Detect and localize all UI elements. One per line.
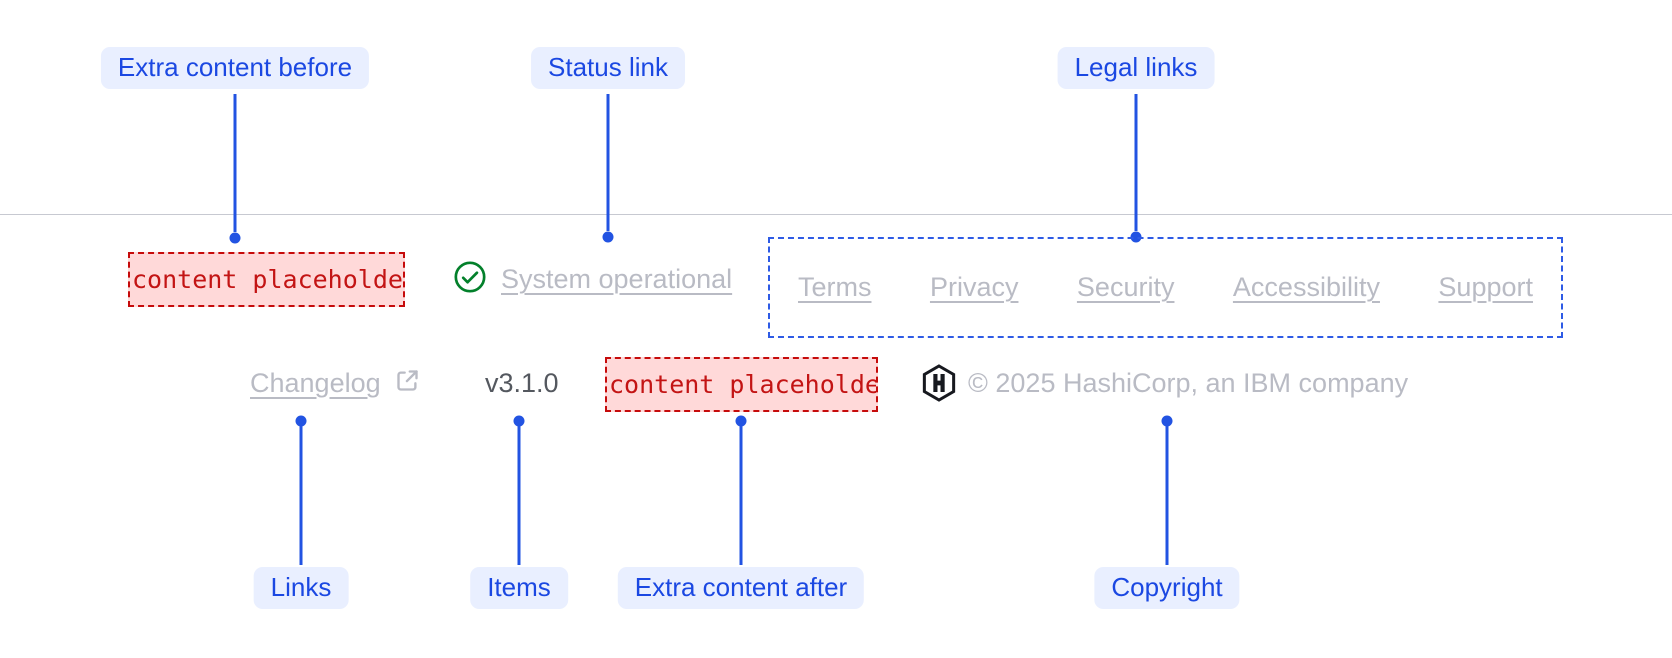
connector-dot xyxy=(295,415,307,427)
copyright-text-wrap: © 2025 HashiCorp, an IBM company xyxy=(968,357,1408,409)
legal-link-privacy[interactable]: Privacy xyxy=(929,272,1019,302)
connector-line xyxy=(233,94,237,232)
check-circle-icon xyxy=(453,260,487,299)
annotation-extra-content-after: Extra content after xyxy=(617,567,865,609)
connector-dot xyxy=(602,231,614,243)
placeholder-text: content placeholder xyxy=(132,265,405,294)
connector-line xyxy=(606,94,610,231)
footer-top-divider xyxy=(0,214,1672,215)
connector-line xyxy=(739,424,743,565)
annotation-extra-content-before: Extra content before xyxy=(100,47,370,89)
external-link-icon xyxy=(394,367,421,399)
legal-link-terms[interactable]: Terms xyxy=(798,272,872,302)
changelog-link-label[interactable]: Changelog xyxy=(250,367,381,398)
legal-links-group: Terms Privacy Security Accessibility Sup… xyxy=(768,237,1563,338)
extra-content-before-placeholder: content placeholder xyxy=(128,252,405,307)
connector-line xyxy=(517,424,521,565)
copyright-text: © 2025 HashiCorp, an IBM company xyxy=(968,367,1409,398)
connector-dot xyxy=(513,415,525,427)
annotation-legal-links: Legal links xyxy=(1057,47,1215,89)
annotation-copyright: Copyright xyxy=(1094,567,1240,609)
connector-dot xyxy=(1161,415,1173,427)
annotation-links: Links xyxy=(253,567,349,609)
hashicorp-logo xyxy=(922,360,956,406)
changelog-link[interactable]: Changelog xyxy=(250,357,421,409)
status-link-label[interactable]: System operational xyxy=(501,264,733,294)
legal-link-support[interactable]: Support xyxy=(1438,272,1533,302)
connector-dot xyxy=(229,232,241,244)
version-item: v3.1.0 xyxy=(485,357,559,409)
connector-dot xyxy=(735,415,747,427)
legal-link-security[interactable]: Security xyxy=(1076,272,1175,302)
version-label: v3.1.0 xyxy=(485,367,559,398)
annotation-items: Items xyxy=(470,567,568,609)
placeholder-text: content placeholder xyxy=(609,370,878,399)
connector-line xyxy=(299,424,303,565)
extra-content-after-placeholder: content placeholder xyxy=(605,357,878,412)
legal-link-accessibility[interactable]: Accessibility xyxy=(1232,272,1380,302)
annotation-status-link: Status link xyxy=(531,47,685,89)
connector-line xyxy=(1165,424,1169,565)
status-link[interactable]: System operational xyxy=(453,252,732,307)
connector-line xyxy=(1134,94,1138,231)
